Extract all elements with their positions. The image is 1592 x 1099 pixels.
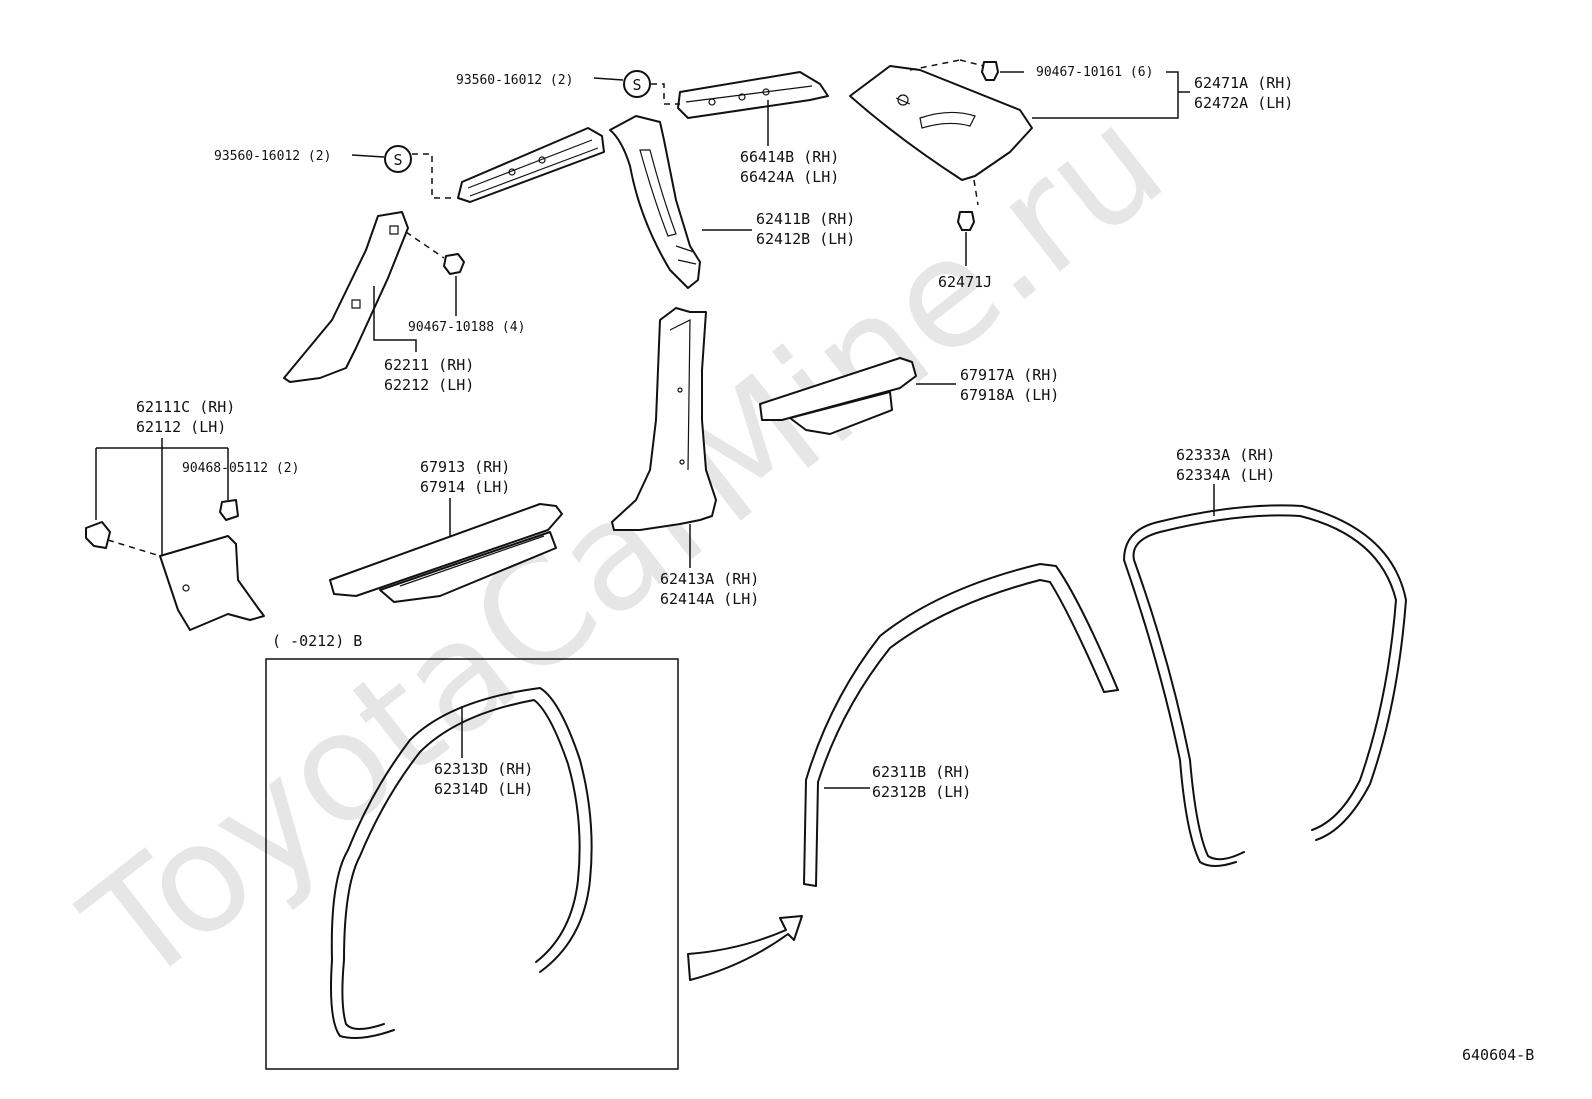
clip-90467-10188	[443, 253, 465, 275]
label-90467-10161: 90467-10161 (6)	[1036, 65, 1153, 80]
center-pillar-garnish-lower	[611, 307, 717, 531]
label-62314d-lh: 62314D (LH)	[434, 780, 533, 798]
cowl-side-trim	[159, 535, 265, 631]
label-62471j: 62471J	[938, 273, 992, 291]
label-62412b-lh: 62412B (LH)	[756, 230, 855, 248]
roof-side-inner-trim-rear	[849, 65, 1033, 181]
label-67917a-rh: 67917A (RH)	[960, 366, 1059, 384]
replacement-arrow	[687, 915, 803, 981]
label-62313d-rh: 62313D (RH)	[434, 760, 533, 778]
label-66414b-rh: 66414B (RH)	[740, 148, 839, 166]
label-62212-lh: 62212 (LH)	[384, 376, 474, 394]
screw-symbol-right: S	[623, 70, 651, 98]
label-62311b-rh: 62311B (RH)	[872, 763, 971, 781]
rear-door-scuff-plate	[759, 357, 917, 435]
roof-rail-garnish-rear	[677, 71, 829, 119]
nut-clip-left	[85, 521, 111, 549]
weatherstrip-62313d	[330, 687, 593, 1039]
label-62413a-rh: 62413A (RH)	[660, 570, 759, 588]
label-90468-05112: 90468-05112 (2)	[182, 461, 299, 476]
drawing-number: 640604-B	[1462, 1046, 1534, 1064]
clip-62471j	[957, 211, 975, 231]
label-93560-16012-a: 93560-16012 (2)	[456, 73, 573, 88]
roof-rail-garnish-front	[457, 127, 605, 203]
weatherstrip-62311b	[803, 563, 1119, 887]
weatherstrip-62333a	[1123, 504, 1407, 867]
label-67914-lh: 67914 (LH)	[420, 478, 510, 496]
center-pillar-garnish-upper	[609, 115, 701, 289]
label-62112-lh: 62112 (LH)	[136, 418, 226, 436]
label-66424a-lh: 66424A (LH)	[740, 168, 839, 186]
label-90467-10188: 90467-10188 (4)	[408, 320, 525, 335]
front-door-scuff-plate	[329, 503, 563, 603]
clip-90467-10161	[981, 61, 999, 81]
label-62411b-rh: 62411B (RH)	[756, 210, 855, 228]
label-93560-16012-b: 93560-16012 (2)	[214, 149, 331, 164]
label-62414a-lh: 62414A (LH)	[660, 590, 759, 608]
clip-90468-05112	[219, 499, 239, 521]
inset-caption: ( -0212) B	[272, 632, 362, 650]
label-62472a-lh: 62472A (LH)	[1194, 94, 1293, 112]
label-62334a-lh: 62334A (LH)	[1176, 466, 1275, 484]
label-62211-rh: 62211 (RH)	[384, 356, 474, 374]
label-62312b-lh: 62312B (LH)	[872, 783, 971, 801]
label-67913-rh: 67913 (RH)	[420, 458, 510, 476]
label-62471a-rh: 62471A (RH)	[1194, 74, 1293, 92]
label-62333a-rh: 62333A (RH)	[1176, 446, 1275, 464]
label-62111c-rh: 62111C (RH)	[136, 398, 235, 416]
svg-text:S: S	[632, 76, 641, 94]
screw-symbol-left: S	[384, 145, 412, 173]
inset-box	[265, 658, 679, 1070]
label-67918a-lh: 67918A (LH)	[960, 386, 1059, 404]
svg-text:S: S	[393, 151, 402, 169]
front-pillar-garnish	[283, 211, 409, 383]
